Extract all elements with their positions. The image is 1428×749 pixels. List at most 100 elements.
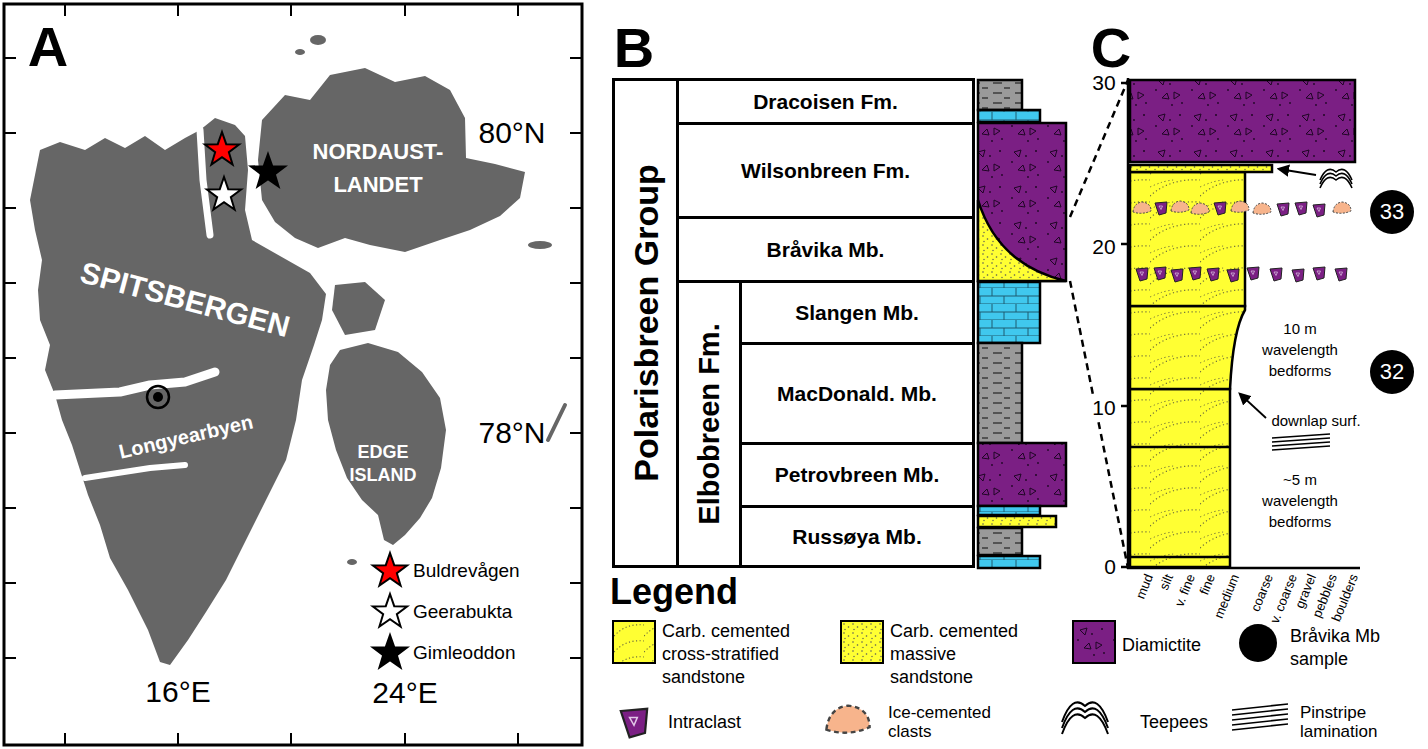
label-box: Bråvika Mb.: [679, 219, 972, 280]
lithology-column: [978, 506, 1040, 515]
zoom-line: [1070, 80, 1128, 568]
legend-text: Pinstripe lamination: [1300, 703, 1410, 741]
legend-text: Carb. cemented cross-stratified sandston…: [662, 620, 802, 689]
swatch-pattern: [614, 622, 654, 662]
unit-cell: Russøya Mb.: [739, 505, 975, 568]
lithology-column: [978, 200, 1066, 281]
label-strip: Polarisbreen Group: [615, 81, 676, 565]
section-column: [1130, 80, 1355, 567]
map-frame: [64, 4, 66, 16]
group-column: Polarisbreen GroupDracoisen Fm.Wilsonbre…: [612, 78, 975, 568]
map-frame: [570, 357, 582, 359]
panel-letter: A: [28, 15, 68, 79]
site-star: [373, 553, 407, 586]
map-label: NORDAUST- LANDET: [293, 135, 463, 201]
clast-row: [1253, 203, 1271, 214]
unit-name: Bråvika Mb.: [767, 238, 885, 262]
label-strip: Elbobreen Fm.: [679, 283, 739, 565]
axis-label: 30: [1090, 71, 1117, 95]
land-mass: [548, 405, 565, 440]
legend-text: Teepees: [1140, 712, 1208, 733]
land-mass: [528, 241, 552, 249]
axis-label: 0: [1102, 555, 1118, 579]
legend-symbol: [1062, 714, 1108, 734]
section-axis: [1121, 82, 1128, 85]
legend-symbol: [1239, 624, 1277, 662]
coordinate-label: 80°N: [478, 116, 545, 151]
clast-row: [1247, 267, 1259, 280]
section-column: [1130, 172, 1245, 306]
swatch-pattern: [1074, 622, 1114, 662]
unit-name: Russøya Mb.: [792, 525, 922, 549]
clast-row: [1154, 267, 1166, 280]
swatch-pattern: [614, 622, 654, 662]
legend-text: Geerabukta: [413, 601, 512, 623]
land-mass: [30, 35, 565, 665]
axis-label: 20: [1090, 235, 1117, 259]
site-star: [373, 635, 407, 668]
clast-row: [1295, 202, 1307, 215]
legend-text: Ice-cemented clasts: [888, 703, 1018, 741]
section-column: [1130, 306, 1245, 389]
leader-arrow: [1240, 394, 1266, 418]
town-marker: [153, 392, 163, 402]
grain-size-label: silt: [1157, 572, 1177, 592]
legend-symbol: [826, 706, 869, 733]
pinstripe-symbol: [1272, 446, 1330, 450]
coordinate-label: 16°E: [145, 675, 210, 710]
map-frame: [4, 132, 16, 134]
section-column: [1130, 446, 1230, 449]
clast-row: [1136, 268, 1148, 281]
lithology-column: [978, 80, 1022, 110]
unit-name: Polarisbreen Group: [626, 164, 665, 481]
unit-cell: Wilsonbreen Fm.: [676, 122, 975, 219]
lithology-column: [978, 123, 1066, 281]
fjord: [55, 372, 215, 395]
clast-row: [1292, 269, 1304, 282]
clast-row: [1214, 202, 1226, 215]
teepee-symbol: [1320, 169, 1352, 180]
legend-title: Legend: [610, 571, 738, 612]
formation-column: Elbobreen Fm.Slangen Mb.MacDonald. Mb.Pe…: [676, 280, 975, 568]
section-axis: [1121, 405, 1128, 408]
label-box: Russøya Mb.: [742, 508, 972, 565]
map-frame: [4, 657, 16, 659]
land-mass: [347, 559, 357, 565]
unit-cell: Slangen Mb.: [739, 280, 975, 345]
map-frame: [290, 4, 292, 16]
map-frame: [177, 4, 179, 16]
map-frame: [4, 4, 582, 745]
lithology-column: [978, 516, 1056, 527]
pinstripe-symbol: [1272, 438, 1330, 442]
pinstripe-symbol: [1272, 434, 1330, 450]
map-frame: [570, 132, 582, 134]
coordinate-label: 24°E: [372, 676, 437, 711]
clast-row: [1171, 269, 1183, 282]
clast-row: [1133, 201, 1351, 282]
callout-number: 33: [1370, 190, 1414, 234]
unit-cell: MacDonald. Mb.: [739, 342, 975, 445]
legend-symbol: [1232, 704, 1288, 730]
section-axis: [1127, 567, 1360, 570]
legend-text: Buldrevågen: [413, 560, 520, 582]
map-frame: [570, 282, 582, 284]
grain-size-label: mud: [1134, 572, 1157, 601]
clast-row: [1207, 268, 1219, 281]
clast-row: [1270, 268, 1282, 281]
lithology-column: [978, 443, 1066, 506]
zoom-line: [1070, 80, 1128, 217]
label-box: 33: [1370, 190, 1414, 234]
clast-row: [1133, 202, 1151, 213]
clast-row: [1189, 267, 1201, 280]
land-mass: [258, 68, 525, 252]
unit-name: Elbobreen Fm.: [693, 323, 726, 524]
teepee-symbol: [1320, 169, 1352, 188]
legend-swatch: [612, 620, 656, 664]
legend-symbol: [1062, 708, 1108, 728]
panel-letter: B: [614, 16, 654, 80]
land-mass: [326, 343, 446, 545]
section-axis: [1121, 566, 1128, 569]
legend-text: Carb. cemented massive sandstone: [890, 620, 1030, 689]
pinstripe-symbol: [1272, 442, 1330, 446]
section-axis: [1121, 78, 1360, 569]
